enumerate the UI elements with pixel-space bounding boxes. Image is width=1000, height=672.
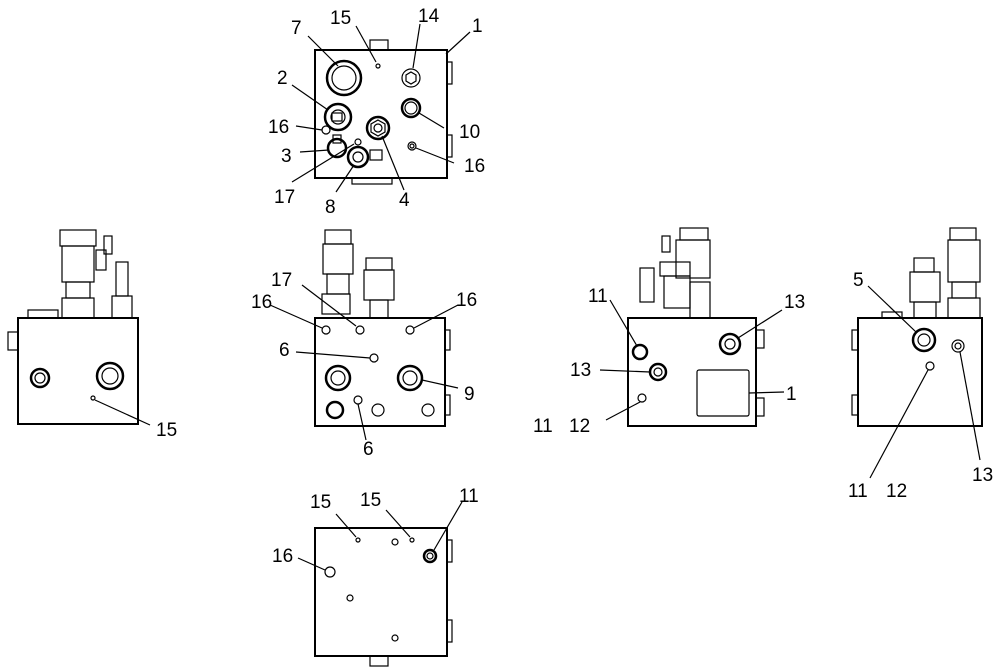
callout-13: 13	[570, 360, 591, 381]
far-right-view: 5 11 12 13	[848, 227, 993, 502]
callout-5: 5	[853, 270, 864, 291]
callout-16: 16	[251, 292, 272, 313]
callout-13: 13	[784, 292, 805, 313]
callout-15: 15	[310, 492, 331, 513]
callout-17: 17	[271, 270, 292, 291]
callout-16: 16	[456, 290, 477, 311]
callout-6: 6	[279, 340, 290, 361]
callout-8: 8	[325, 197, 336, 218]
callout-11: 11	[459, 486, 479, 507]
right-view: 11 13 13 1 11 12	[533, 227, 805, 437]
callout-3: 3	[281, 146, 292, 167]
callout-16: 16	[464, 156, 485, 177]
callout-16: 16	[268, 117, 289, 138]
callout-4: 4	[399, 190, 410, 211]
callout-12: 12	[886, 481, 907, 502]
callout-15: 15	[156, 420, 177, 441]
callout-11: 11	[848, 481, 868, 502]
callout-6: 6	[363, 439, 374, 460]
callout-1: 1	[472, 16, 483, 37]
callout-1: 1	[786, 384, 797, 405]
callout-7: 7	[291, 18, 302, 39]
callout-14: 14	[418, 6, 440, 27]
front-view: 17 16 16 6 9 6	[251, 229, 477, 460]
callout-12: 12	[569, 416, 590, 437]
callout-11: 11	[588, 286, 608, 307]
callout-16: 16	[272, 546, 293, 567]
callout-15: 15	[360, 490, 381, 511]
callout-11: 11	[533, 416, 553, 437]
callout-10: 10	[459, 122, 480, 143]
callout-13: 13	[972, 465, 993, 486]
callout-2: 2	[277, 68, 288, 89]
left-view: 15	[7, 229, 177, 441]
callout-17: 17	[274, 187, 295, 208]
callout-9: 9	[464, 384, 475, 405]
callout-15: 15	[330, 8, 351, 29]
top-view: 7 15 14 1 2 16 10 3 16 17 8 4	[268, 6, 485, 218]
bottom-view: 15 15 11 16	[272, 486, 479, 667]
